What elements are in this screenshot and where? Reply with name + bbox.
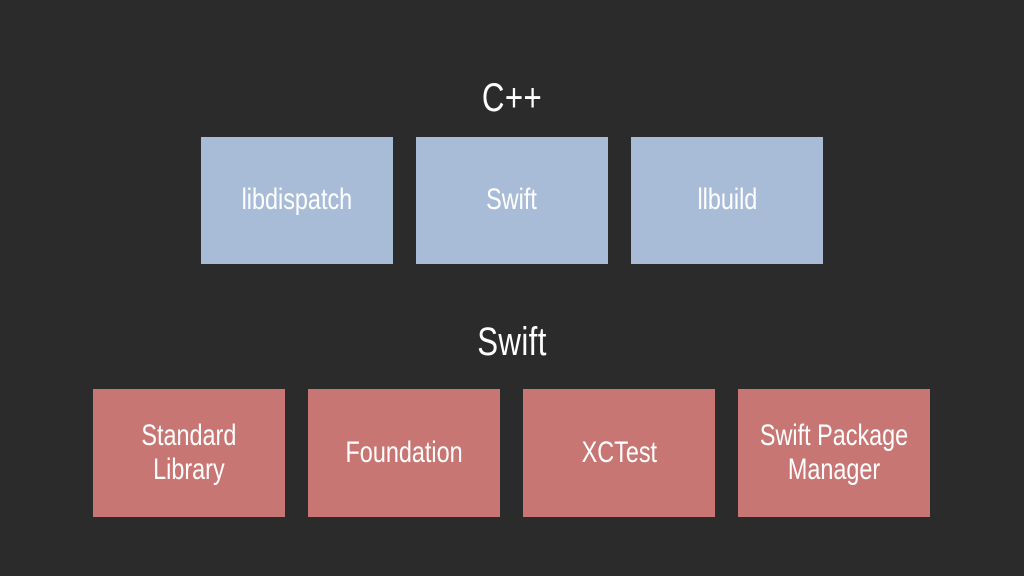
swift-compiler-label: Swift: [486, 183, 538, 217]
swift-package-manager-label: Swift Package Manager: [759, 418, 909, 487]
llbuild-box: llbuild: [631, 137, 823, 264]
standard-library-label: Standard Library: [141, 418, 237, 487]
foundation-box: Foundation: [308, 389, 500, 517]
swift-section-title: Swift: [477, 320, 547, 364]
libdispatch-box: libdispatch: [201, 137, 393, 264]
swift-compiler-box: Swift: [416, 137, 608, 264]
xctest-box: XCTest: [523, 389, 715, 517]
swift-package-manager-box: Swift Package Manager: [738, 389, 930, 517]
llbuild-label: llbuild: [697, 183, 757, 217]
cpp-section-title: C++: [481, 76, 543, 120]
libdispatch-label: libdispatch: [241, 183, 353, 217]
foundation-label: Foundation: [345, 435, 463, 469]
xctest-label: XCTest: [581, 435, 657, 469]
standard-library-box: Standard Library: [93, 389, 285, 517]
